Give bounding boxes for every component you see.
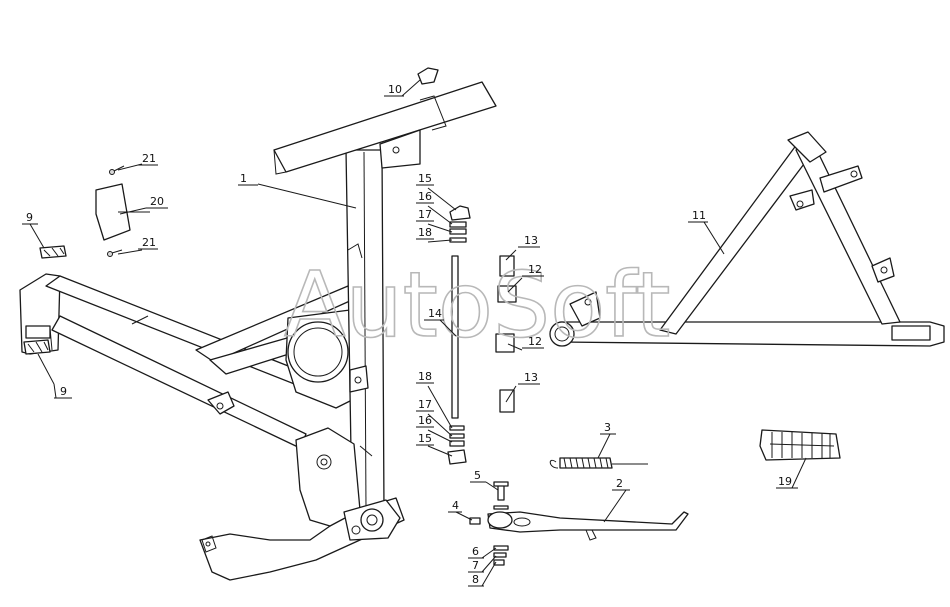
callout-14: 14 <box>424 307 444 321</box>
callout-20: 20 <box>119 195 168 215</box>
callout-10: 10 <box>384 83 404 97</box>
callout-number: 17 <box>418 208 432 221</box>
callout-15-lower: 15 <box>416 432 434 446</box>
callout-15-upper: 15 <box>416 172 434 186</box>
callout-number: 18 <box>418 226 432 239</box>
callout-4: 4 <box>448 499 462 513</box>
stand-spring <box>549 457 648 469</box>
callout-12-lower: 12 <box>522 335 544 349</box>
callout-9-upper: 9 <box>22 211 38 225</box>
callout-11: 11 <box>688 209 708 223</box>
callout-number: 12 <box>528 263 542 276</box>
callout-number: 20 <box>150 195 164 208</box>
lower-fastener-stack <box>447 425 467 465</box>
callout-21-lower: 21 <box>138 236 158 250</box>
callout-number: 10 <box>388 83 402 96</box>
callout-7: 7 <box>468 559 484 573</box>
callout-9-lower: 9 <box>53 383 72 399</box>
callout-labels: 1 2 3 4 5 6 7 8 9 9 10 11 12 12 13 13 14… <box>22 83 798 587</box>
upper-fastener-stack <box>449 205 471 243</box>
callout-16-lower: 16 <box>416 414 434 428</box>
callout-13-upper: 13 <box>518 234 540 248</box>
callout-number: 9 <box>60 385 67 398</box>
callout-number: 1 <box>240 172 247 185</box>
callout-number: 18 <box>418 370 432 383</box>
callout-number: 5 <box>474 469 481 482</box>
callout-number: 21 <box>142 152 156 165</box>
callout-19: 19 <box>776 475 798 489</box>
callout-number: 8 <box>472 573 479 586</box>
callout-12-upper: 12 <box>522 263 544 277</box>
pivot-shaft <box>451 255 459 419</box>
callout-number: 15 <box>418 432 432 445</box>
clip-part <box>417 67 439 85</box>
handle-grip <box>759 429 841 461</box>
callout-number: 19 <box>778 475 792 488</box>
callout-number: 7 <box>472 559 479 572</box>
callout-21-upper: 21 <box>138 152 158 166</box>
callout-number: 4 <box>452 499 459 512</box>
swing-arm <box>549 131 945 347</box>
callout-number: 14 <box>428 307 442 320</box>
callout-number: 9 <box>26 211 33 224</box>
callout-17-lower: 17 <box>416 398 434 412</box>
callout-number: 16 <box>418 190 432 203</box>
callout-8: 8 <box>468 573 484 587</box>
leader-lines <box>29 79 807 587</box>
callout-number: 17 <box>418 398 432 411</box>
callout-16-upper: 16 <box>416 190 434 204</box>
callout-18-upper: 18 <box>416 226 434 240</box>
callout-18-lower: 18 <box>416 370 434 384</box>
callout-number: 16 <box>418 414 432 427</box>
callout-number: 2 <box>616 477 623 490</box>
callout-number: 21 <box>142 236 156 249</box>
callout-1: 1 <box>238 172 258 186</box>
main-frame <box>19 81 497 581</box>
callout-number: 13 <box>524 234 538 247</box>
callout-number: 13 <box>524 371 538 384</box>
callout-2: 2 <box>612 477 630 491</box>
callout-number: 6 <box>472 545 479 558</box>
left-small-parts <box>23 165 131 355</box>
callout-6: 6 <box>468 545 484 559</box>
callout-number: 15 <box>418 172 432 185</box>
callout-13-lower: 13 <box>518 371 540 385</box>
callout-number: 11 <box>692 209 706 222</box>
callout-number: 3 <box>604 421 611 434</box>
side-stand <box>469 481 689 566</box>
callout-5: 5 <box>470 469 486 483</box>
callout-3: 3 <box>600 421 616 435</box>
watermark-text: AutoSoft <box>284 253 671 358</box>
callout-number: 12 <box>528 335 542 348</box>
callout-17-upper: 17 <box>416 208 434 222</box>
